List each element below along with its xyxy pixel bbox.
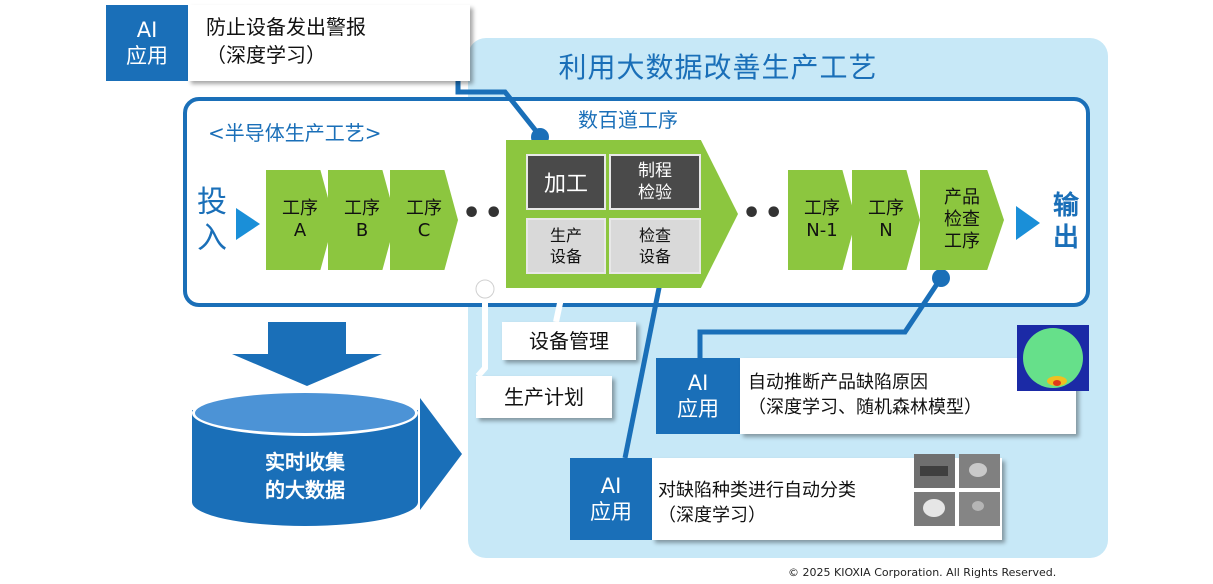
production-equipment-line1: 生产 (549, 226, 582, 245)
step-b-label: 工序 (344, 198, 380, 219)
ai-text-alarm: 防止设备发出警报 （深度学习） (188, 5, 470, 81)
ai-tag-classification: AI 应用 (570, 458, 652, 540)
step-c-id: C (417, 220, 431, 241)
ai-alarm-line1: 防止设备发出警报 (206, 15, 366, 39)
defect-thumbnails (914, 454, 1000, 526)
step-n-1-label: 工序 (804, 198, 840, 219)
right-arrow-icon (420, 398, 462, 510)
inspection-equipment-box: 检查 设备 (609, 218, 701, 274)
output-label: 输出 (1052, 191, 1079, 253)
input-label: 投入 (197, 185, 227, 256)
ai-classification-line2: （深度学习） (658, 505, 766, 526)
step-n-id: N (879, 220, 893, 241)
step-n-1-id: N-1 (806, 220, 838, 241)
step-a: 工序 A (266, 170, 334, 270)
processing-box: 加工 (526, 154, 606, 210)
down-arrow-head-icon (232, 354, 382, 386)
down-arrow-icon (268, 322, 346, 354)
inspection-line2: 检验 (638, 183, 672, 203)
ai-tag-defect-cause-line1: AI (687, 371, 709, 395)
ai-tag-defect-cause: AI 应用 (656, 358, 740, 434)
production-equipment-box: 生产 设备 (526, 218, 606, 274)
final-step-line1: 产品 (944, 187, 980, 208)
copyright-text: © 2025 KIOXIA Corporation. All Rights Re… (788, 566, 1057, 579)
bigdata-line2: 的大数据 (265, 478, 345, 502)
ai-tag-alarm-line2: 应用 (126, 44, 168, 68)
ai-tag-classification-line2: 应用 (590, 500, 632, 524)
step-a-label: 工序 (282, 198, 318, 219)
steps-label: 数百道工序 (562, 103, 694, 137)
ai-classification-line1: 对缺陷种类进行自动分类 (658, 480, 856, 501)
step-c-label: 工序 (406, 198, 442, 219)
step-a-id: A (293, 220, 307, 241)
step-n-label: 工序 (868, 198, 904, 219)
output-arrow-icon (1016, 206, 1040, 240)
ai-tag-defect-cause-line2: 应用 (677, 397, 719, 421)
ai-alarm-line2: （深度学习） (206, 43, 326, 67)
final-step-line3: 工序 (944, 231, 980, 252)
process-title: <半导体生产工艺> (208, 121, 382, 145)
input-arrow-icon (236, 208, 260, 240)
step-n: 工序 N (852, 170, 920, 270)
database-cylinder-top (192, 390, 418, 436)
production-plan-label: 生产计划 (476, 376, 612, 418)
step-n-1: 工序 N-1 (788, 170, 856, 270)
final-step-line2: 检查 (944, 209, 980, 230)
production-equipment-line2: 设备 (549, 247, 582, 266)
inspection-equipment-line1: 检查 (638, 226, 671, 245)
step-b-id: B (355, 220, 369, 241)
inspection-equipment-line2: 设备 (638, 247, 671, 266)
wafer-map-thumbnail (1017, 325, 1089, 391)
bigdata-label: 实时收集 的大数据 (192, 448, 418, 504)
ai-tag-classification-line1: AI (600, 474, 622, 498)
ai-tag-alarm: AI 应用 (106, 5, 188, 81)
step-c: 工序 C (390, 170, 458, 270)
ai-defect-cause-line1: 自动推断产品缺陷原因 (748, 372, 928, 393)
equipment-management-label: 设备管理 (502, 322, 636, 360)
step-b: 工序 B (328, 170, 396, 270)
inspection-line1: 制程 (638, 161, 672, 181)
final-inspection-step: 产品 检查 工序 (920, 170, 1004, 270)
ai-defect-cause-line2: （深度学习、随机森林模型） (748, 397, 982, 418)
ai-tag-alarm-line1: AI (136, 18, 158, 42)
inspection-box: 制程 检验 (609, 154, 701, 210)
bigdata-line1: 实时收集 (265, 450, 345, 474)
panel-title: 利用大数据改善生产工艺 (558, 51, 878, 84)
